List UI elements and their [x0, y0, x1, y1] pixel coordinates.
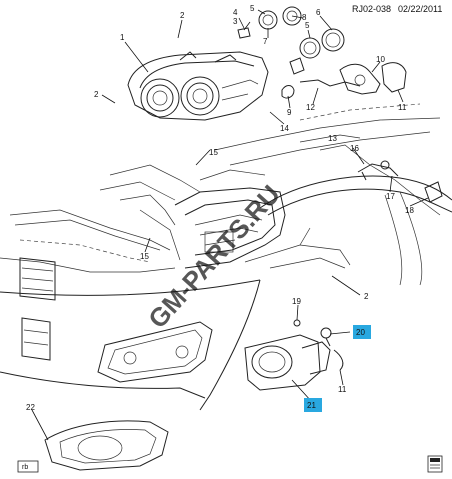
fog-lamp-assembly — [244, 319, 344, 391]
callouts: 1 2 2 2 3 4 5 5 6 7 8 9 10 11 11 12 13 1… — [26, 4, 414, 412]
callout-2: 2 — [364, 292, 369, 301]
leader-lines — [31, 9, 429, 441]
callout-13: 13 — [328, 134, 337, 143]
callout-9: 9 — [287, 108, 292, 117]
bulb-caps — [237, 6, 407, 99]
callout-20: 20 — [356, 328, 365, 337]
fog-lamp-bezel — [44, 420, 169, 471]
callout-15: 15 — [209, 148, 218, 157]
bumper-fascia — [0, 257, 261, 411]
callout-7: 7 — [263, 37, 268, 46]
date-stamp: 02/22/2011 — [398, 4, 442, 14]
corner-tag-box — [17, 460, 39, 473]
callout-18: 18 — [405, 206, 414, 215]
callout-22: 22 — [26, 403, 35, 412]
corner-tag: rb — [22, 464, 28, 471]
document-icon — [427, 455, 443, 473]
callout-2: 2 — [180, 11, 185, 20]
callout-2: 2 — [94, 90, 99, 99]
ref-code: RJ02-038 — [352, 4, 391, 14]
callout-5: 5 — [250, 4, 255, 13]
radiator-support — [99, 164, 351, 269]
callout-15: 15 — [140, 252, 149, 261]
callout-3: 3 — [233, 17, 238, 26]
watermark-text: GM-PARTS.RU — [142, 179, 286, 334]
callout-1: 1 — [120, 33, 125, 42]
headlamp-assembly — [127, 51, 269, 121]
callout-17: 17 — [386, 192, 395, 201]
callout-5: 5 — [305, 21, 310, 30]
bracket-items — [357, 160, 443, 203]
callout-14: 14 — [280, 124, 289, 133]
callout-11: 11 — [338, 385, 347, 394]
callout-16: 16 — [350, 144, 359, 153]
callout-highlight-20 — [353, 325, 371, 339]
callout-8: 8 — [302, 13, 307, 22]
callout-19: 19 — [292, 297, 301, 306]
callout-12: 12 — [306, 103, 315, 112]
callout-4: 4 — [233, 8, 238, 17]
callout-21: 21 — [307, 401, 316, 410]
callout-highlight-21 — [304, 398, 322, 412]
callout-11: 11 — [398, 103, 407, 112]
callout-10: 10 — [376, 55, 385, 64]
callout-6: 6 — [316, 8, 321, 17]
